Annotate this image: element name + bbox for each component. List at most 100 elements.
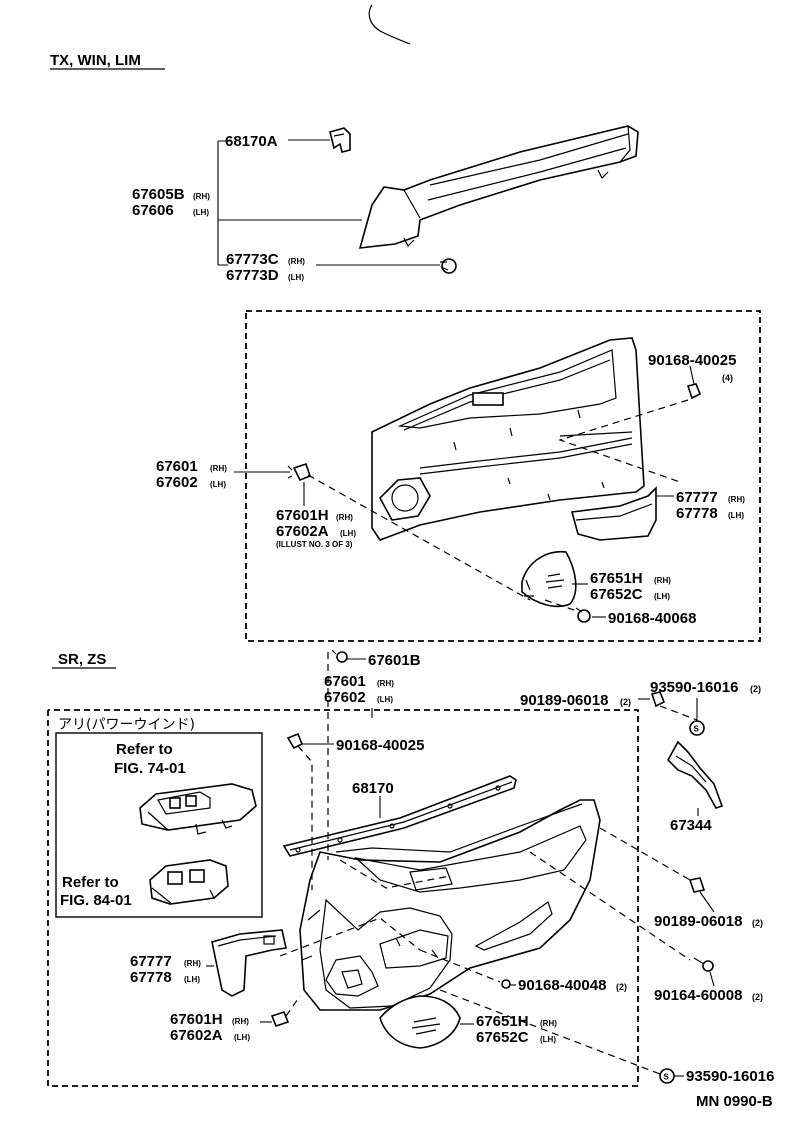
callout-90168-40025-a-qty: (4) [722,373,733,383]
callout-67601H-a-side: (RH) [336,513,353,522]
callout-90168-40048: 90168-40048 [518,977,606,994]
callout-67652C-a-side: (LH) [654,592,670,601]
assembly-line-lower-5 [285,995,301,1017]
screw-90168-40068-icon [575,607,591,623]
assembly-line-lower-4 [529,827,691,961]
assembly-line-lower-3 [659,705,698,721]
callout-67601H-b: 67601H [170,1011,223,1028]
callout-67601-a-side: (RH) [210,464,227,473]
callout-67602A-b: 67602A [170,1027,223,1044]
callout-67778-a: 67778 [676,505,718,522]
inset-refer-1: Refer to [116,741,173,758]
clip-67601H-lower-icon [270,1011,290,1027]
callout-67602-b-side: (LH) [377,695,393,704]
s-mark-upper-icon: S [689,720,705,736]
callout-67602-a-side: (LH) [210,480,226,489]
assembly-line-upper-2 [558,399,689,483]
armrest-upper-part [358,125,639,249]
power-window-sub-switch [149,859,229,905]
power-window-master-switch [139,783,257,835]
bracket-67344 [667,740,724,809]
callout-67602-a: 67602 [156,474,198,491]
tx-panel-frame [245,310,761,642]
callout-67601-a: 67601 [156,458,198,475]
callout-93590-16016-b: 93590-16016 [686,1068,774,1085]
leader-90164-60008 [709,971,715,987]
armrest-pocket-67777-lower [211,929,287,997]
callout-67777-b: 67777 [130,953,172,970]
callout-67651H-b-side: (RH) [540,1019,557,1028]
door-trim-panel-upper [371,337,645,541]
section-header-tx-win-lim: TX, WIN, LIM [50,52,141,69]
scan-mark [368,4,411,45]
s-mark-lower-letter: S [664,1073,670,1082]
assembly-line-upper-3 [544,599,581,613]
speaker-grille-67651H [521,551,577,608]
callout-67605B-side: (RH) [193,192,210,201]
callout-93590-16016-a: 93590-16016 [650,679,738,696]
callout-67601H-a: 67601H [276,507,329,524]
assembly-line-lower-9 [339,859,451,889]
callout-67652C-b: 67652C [476,1029,529,1046]
callout-90164-60008-qty: (2) [752,992,763,1002]
callout-67605B: 67605B [132,186,185,203]
clip-67601H-icon [287,462,311,482]
assembly-line-lower-8 [439,989,661,1075]
section-header-sr-zs: SR, ZS [58,651,106,668]
armrest-pocket-67777 [570,486,657,541]
inset-fig-74-01: FIG. 74-01 [114,760,186,777]
callout-67602A-a: 67602A [276,523,329,540]
callout-67651H-b: 67651H [476,1013,529,1030]
callout-90168-40068: 90168-40068 [608,610,696,627]
callout-67344: 67344 [670,817,712,834]
callout-67773D: 67773D [226,267,279,284]
screw-90168-40048-icon [501,979,511,989]
callout-67651H-a: 67651H [590,570,643,587]
callout-67602-b: 67602 [324,689,366,706]
leader-90168-40025-upper [689,365,695,385]
callout-67606-side: (LH) [193,208,209,217]
callout-68170A: 68170A [225,133,278,150]
callout-90168-40025-b: 90168-40025 [336,737,424,754]
callout-90164-60008: 90164-60008 [654,987,742,1004]
callout-67606: 67606 [132,202,174,219]
callout-67778-a-side: (LH) [728,511,744,520]
leader-90189-06018-b [699,891,715,913]
screw-90164-60008-icon [693,957,714,972]
callout-67773C: 67773C [226,251,279,268]
callout-67601-b: 67601 [324,673,366,690]
speaker-grille-67651H-lower [379,995,461,1049]
sr-zs-frame [47,709,639,1087]
callout-90189-06018-a: 90189-06018 [520,692,608,709]
callout-67651H-a-side: (RH) [654,576,671,585]
callout-90168-40025-a: 90168-40025 [648,352,736,369]
callout-90168-40048-qty: (2) [616,982,627,992]
callout-67602A-b-side: (LH) [234,1033,250,1042]
callout-67652C-b-side: (LH) [540,1035,556,1044]
callout-67773D-side: (LH) [288,273,304,282]
inset-refer-2: Refer to [62,874,119,891]
callout-67601B: 67601B [368,652,421,669]
door-trim-panel-lower [299,799,601,1011]
callout-68170: 68170 [352,780,394,797]
s-mark-upper-letter: S [694,725,700,734]
screw-67773C-icon [440,258,457,274]
assembly-line-upper-1 [307,474,531,601]
callout-67773C-side: (RH) [288,257,305,266]
power-window-inset [55,732,263,918]
callout-67601H-b-side: (RH) [232,1017,249,1026]
callout-67652C-a: 67652C [590,586,643,603]
document-code: MN 0990-B [696,1093,773,1110]
inset-title: アリ(パワーウインド) [58,717,195,733]
assembly-line-lower-2 [297,745,313,890]
inset-fig-84-01: FIG. 84-01 [60,892,132,909]
callout-90189-06018-b-qty: (2) [752,918,763,928]
clip-67601B-icon [331,649,348,663]
callout-67777-a: 67777 [676,489,718,506]
callout-90189-06018-b: 90189-06018 [654,913,742,930]
callout-67602A-a-side: (LH) [340,529,356,538]
leader-top-bracket [217,140,362,266]
clip-68170A-icon [329,127,351,153]
clip-90168-40025-lower-icon [286,732,304,750]
